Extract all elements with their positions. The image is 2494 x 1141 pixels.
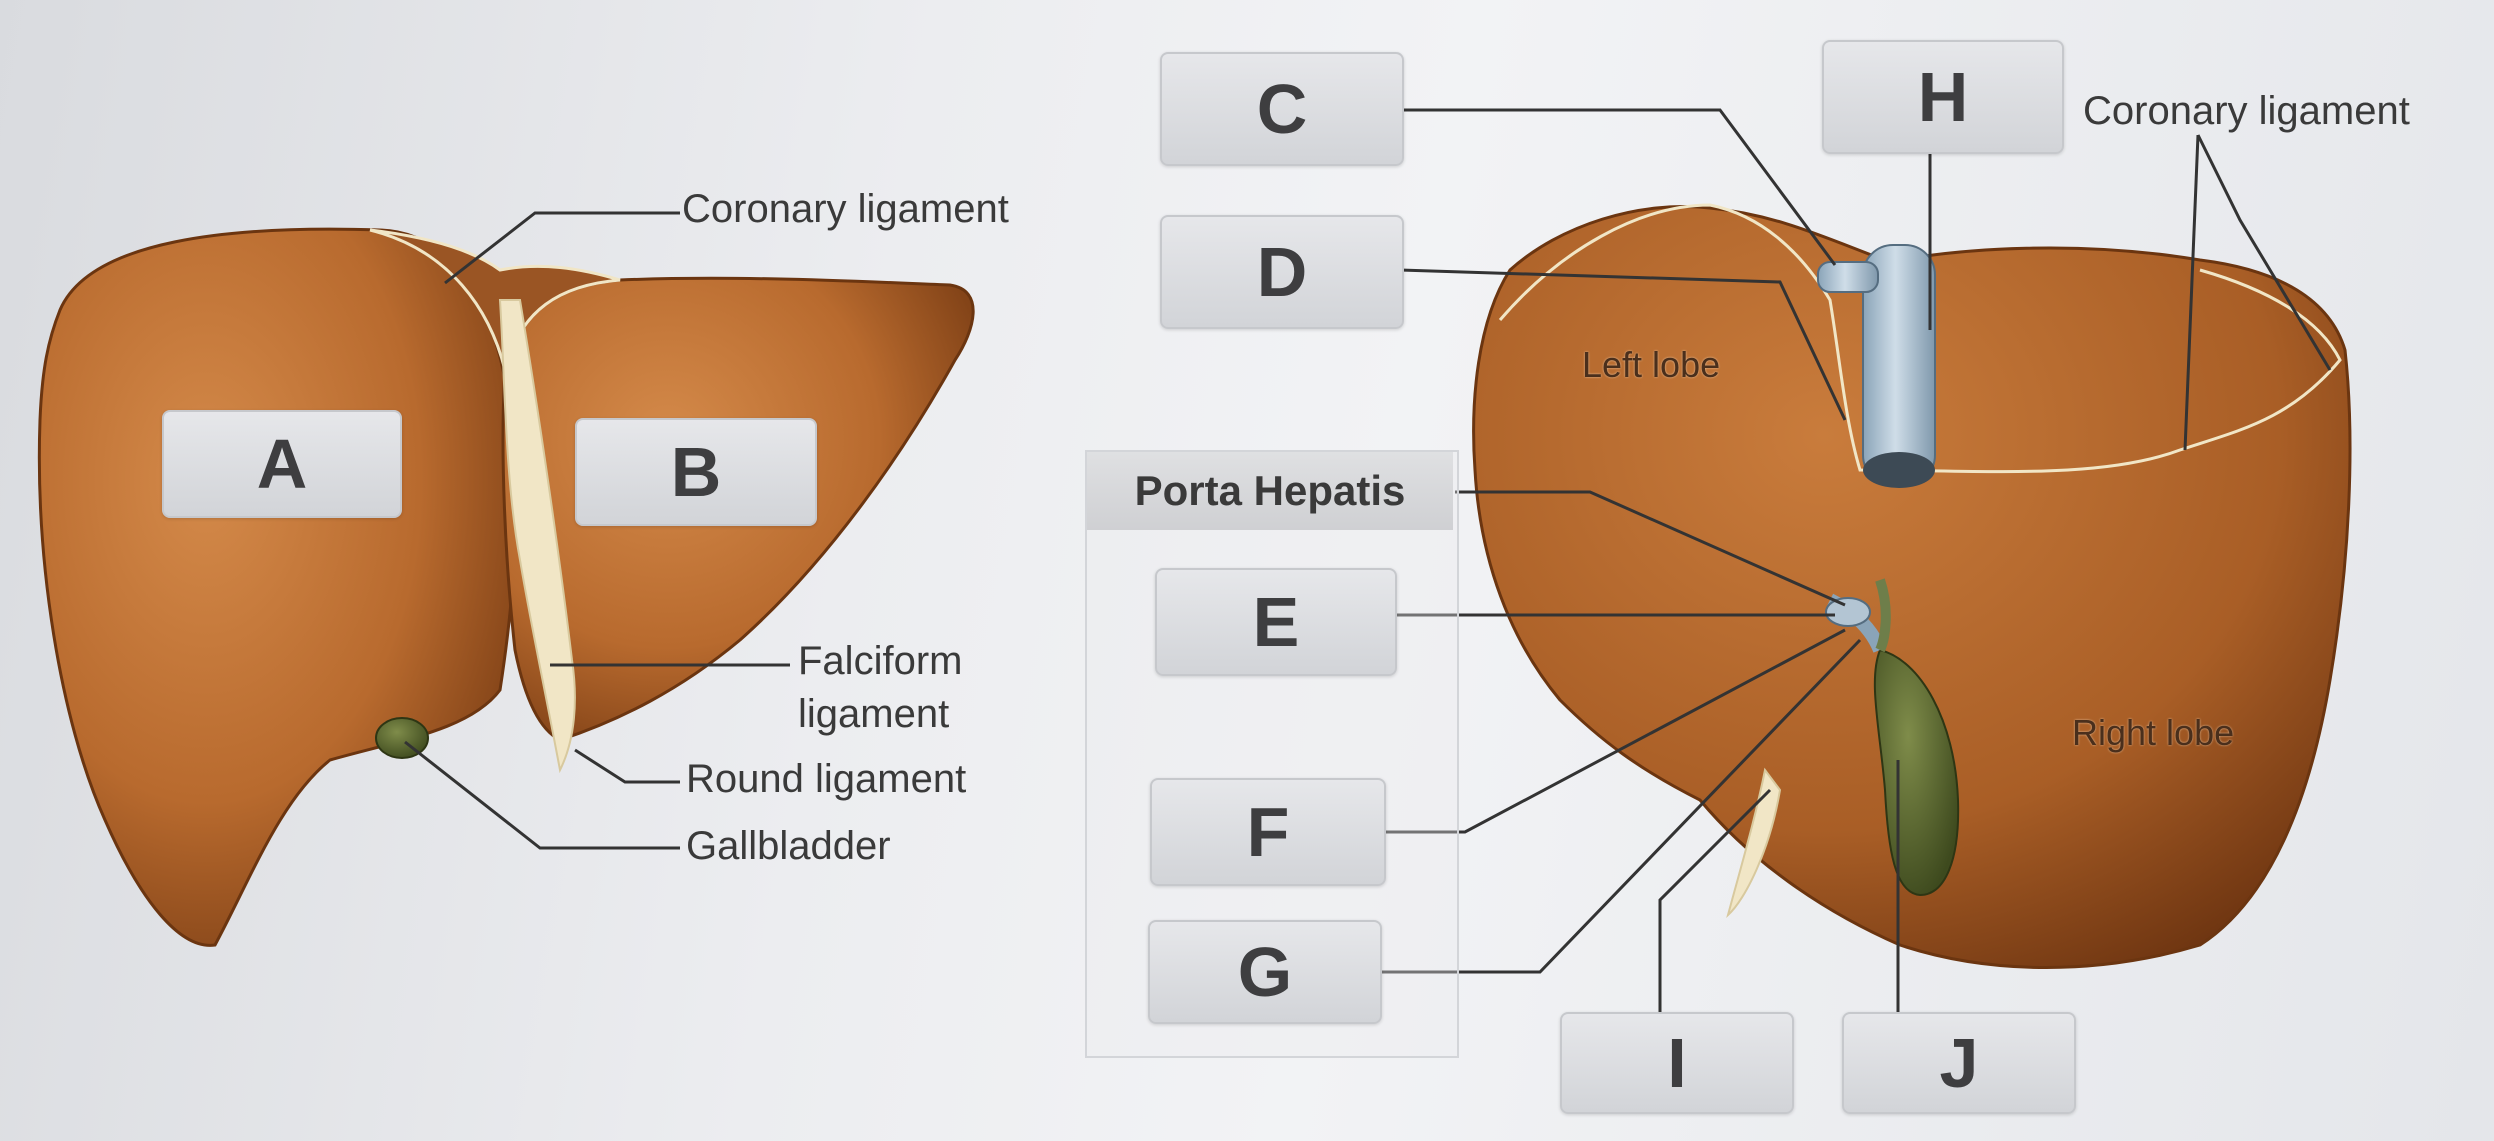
leader-coronary-right-1 bbox=[2183, 134, 2200, 451]
gallbladder-posterior bbox=[1873, 648, 1960, 897]
falciform-ligament bbox=[498, 299, 576, 774]
label-box-i[interactable]: I bbox=[1560, 1012, 1794, 1114]
annotation-left-lobe: Left lobe bbox=[1582, 344, 1721, 385]
coronary-ligament-band bbox=[369, 228, 621, 371]
liver-right-lobe-anterior bbox=[37, 227, 518, 947]
porta-hepatis-vessels bbox=[1825, 578, 1891, 653]
label-box-b[interactable]: B bbox=[575, 418, 817, 526]
annotation-right-lobe: Right lobe bbox=[2072, 712, 2235, 753]
leader-gallbladder bbox=[404, 740, 680, 850]
leader-f bbox=[1385, 628, 1846, 834]
liver-posterior-view bbox=[1380, 108, 2352, 1015]
leader-c bbox=[1400, 108, 1837, 266]
annotation-coronary-ligament-right: Coronary ligament bbox=[2083, 89, 2410, 133]
label-box-a[interactable]: A bbox=[162, 410, 402, 518]
leader-i bbox=[1658, 788, 1772, 1015]
leader-coronary-right-2 bbox=[2196, 134, 2332, 371]
porta-hepatis-header: Porta Hepatis bbox=[1087, 452, 1453, 530]
gallbladder-tip bbox=[375, 717, 429, 759]
label-box-h[interactable]: H bbox=[1822, 40, 2064, 154]
label-box-c[interactable]: C bbox=[1160, 52, 1404, 166]
leader-d bbox=[1399, 268, 1847, 421]
label-box-f[interactable]: F bbox=[1150, 778, 1386, 886]
leader-porta bbox=[1455, 490, 1846, 607]
round-ligament-posterior bbox=[1726, 767, 1782, 918]
leader-coronary-left bbox=[444, 211, 680, 285]
inferior-vena-cava bbox=[1817, 244, 1936, 488]
label-box-g[interactable]: G bbox=[1148, 920, 1382, 1024]
annotation-falciform-1: Falciform bbox=[798, 639, 963, 683]
annotation-falciform-2: ligament bbox=[798, 692, 950, 736]
annotation-round-ligament: Round ligament bbox=[686, 757, 967, 801]
label-box-d[interactable]: D bbox=[1160, 215, 1404, 329]
label-box-e[interactable]: E bbox=[1155, 568, 1397, 676]
annotation-gallbladder: Gallbladder bbox=[686, 824, 891, 868]
porta-hepatis-panel bbox=[1085, 450, 1459, 1058]
leader-round bbox=[574, 748, 680, 784]
annotation-coronary-ligament-left: Coronary ligament bbox=[682, 187, 1009, 231]
leader-g bbox=[1380, 638, 1862, 974]
label-box-j[interactable]: J bbox=[1842, 1012, 2076, 1114]
